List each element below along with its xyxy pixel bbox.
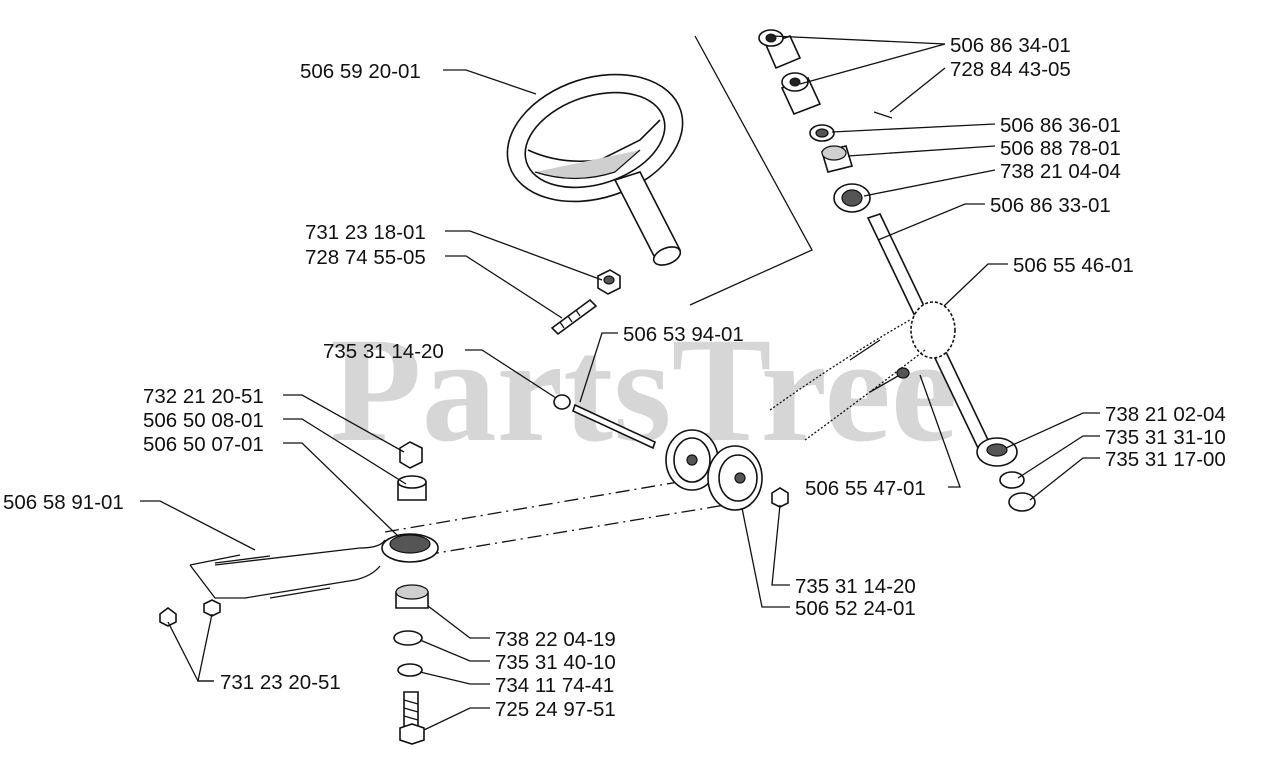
wheel-bracket-line <box>689 35 813 306</box>
part-label: 506 86 33-01 <box>990 194 1111 217</box>
part-label: 738 22 04-19 <box>495 628 616 651</box>
drive-belt-lines <box>189 479 726 599</box>
part-label: 735 31 40-10 <box>495 651 616 674</box>
part-label: 506 55 47-01 <box>805 477 926 500</box>
part-label: 738 21 02-04 <box>1105 403 1226 426</box>
part-label: 731 23 18-01 <box>305 221 426 244</box>
part-label: 735 31 17-00 <box>1105 448 1226 471</box>
part-label: 735 31 31-10 <box>1105 426 1226 449</box>
part-label: 738 21 04-04 <box>1000 160 1121 183</box>
watermark: PartsTree <box>330 307 957 473</box>
part-label: 506 59 20-01 <box>300 60 421 83</box>
pivot-stack <box>381 441 439 745</box>
part-label: 506 52 24-01 <box>795 597 916 620</box>
steering-column <box>758 29 1036 512</box>
part-label: 731 23 20-51 <box>220 671 341 694</box>
pulley-pair <box>665 429 789 511</box>
part-label: 506 55 46-01 <box>1013 254 1134 277</box>
part-label: 734 11 74-41 <box>495 674 614 697</box>
steering-wheel <box>506 73 684 266</box>
shaft-pin <box>553 394 656 450</box>
part-label: 728 74 55-05 <box>305 246 426 269</box>
wheel-nut <box>597 269 621 295</box>
wheel-screw <box>550 298 598 336</box>
part-label: 506 50 07-01 <box>143 433 264 456</box>
part-label: 506 86 34-01 <box>950 34 1071 57</box>
part-label: 728 84 43-05 <box>950 58 1071 81</box>
part-labels: 506 86 34-01 728 84 43-05 506 86 36-01 5… <box>3 34 1226 721</box>
leader-lines <box>140 35 1100 731</box>
steering-cables <box>769 319 926 441</box>
left-cables <box>159 539 386 627</box>
part-label: 732 21 20-51 <box>143 385 264 408</box>
part-label: 506 88 78-01 <box>1000 137 1121 160</box>
part-label: 725 24 97-51 <box>495 698 616 721</box>
part-label: 735 31 14-20 <box>795 575 916 598</box>
part-label: 506 86 36-01 <box>1000 114 1121 137</box>
part-label: 735 31 14-20 <box>323 340 444 363</box>
part-label: 506 50 08-01 <box>143 409 264 432</box>
part-label: 506 58 91-01 <box>3 491 124 514</box>
part-label: 506 53 94-01 <box>623 323 744 346</box>
